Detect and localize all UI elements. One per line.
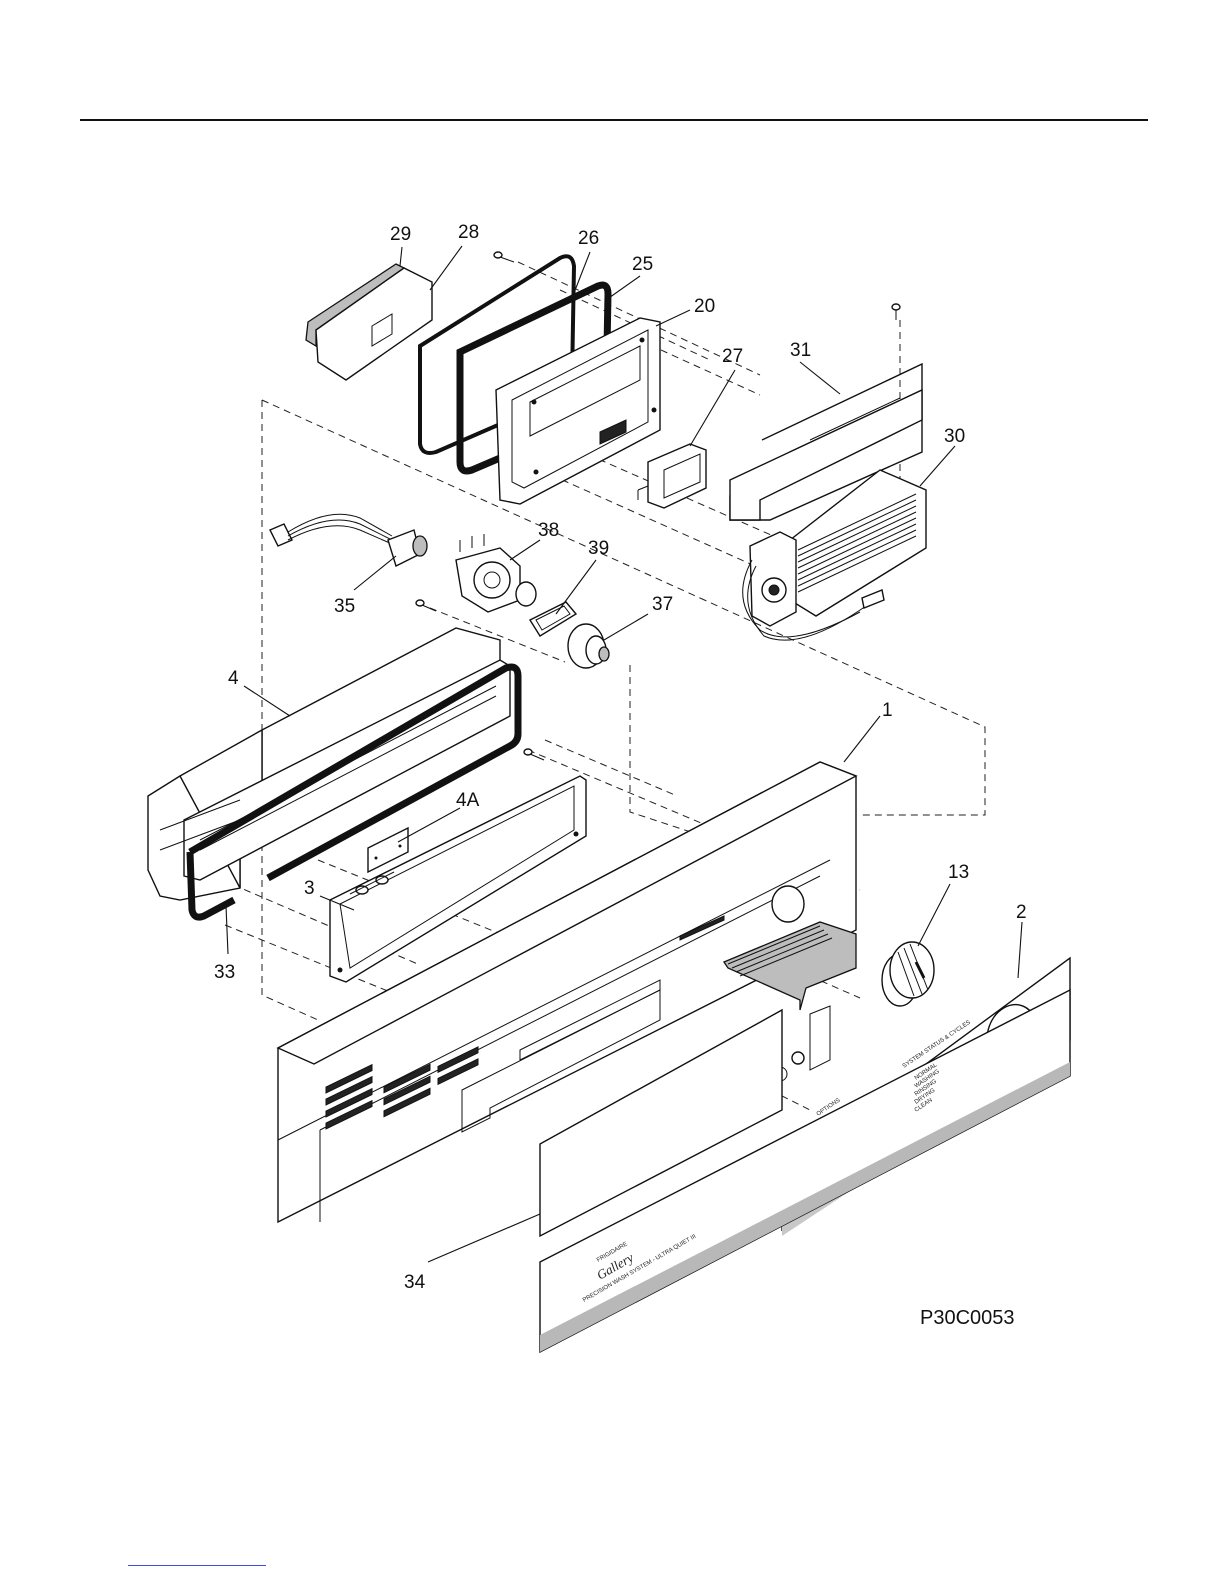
callout-31: 31 xyxy=(790,340,811,361)
part-39-gasket xyxy=(530,602,576,636)
part-29-cover xyxy=(306,264,432,380)
callout-26: 26 xyxy=(578,228,599,249)
callout-34: 34 xyxy=(404,1272,426,1293)
part-38-actuator xyxy=(456,534,536,612)
figure-code: P30C0053 xyxy=(920,1307,1015,1329)
part-13-knob xyxy=(882,942,934,1006)
callout-20: 20 xyxy=(694,296,715,317)
callout-33: 33 xyxy=(214,962,235,983)
callout-4: 4 xyxy=(228,668,239,689)
part-37-cap xyxy=(568,624,609,668)
callout-1: 1 xyxy=(882,700,893,721)
callout-37: 37 xyxy=(652,594,673,615)
screw-top-right xyxy=(892,304,900,320)
callout-29: 29 xyxy=(390,224,411,245)
callout-30: 30 xyxy=(944,426,965,447)
footer-link-underline[interactable] xyxy=(128,1565,266,1566)
callout-13: 13 xyxy=(948,862,969,883)
part-20-housing xyxy=(496,318,660,504)
callout-38: 38 xyxy=(538,520,559,541)
callout-35: 35 xyxy=(334,596,355,617)
screw-top-left xyxy=(494,252,514,262)
callout-25: 25 xyxy=(632,254,653,275)
part-27-switch xyxy=(638,444,706,508)
part-35-harness xyxy=(270,514,427,566)
callout-4a: 4A xyxy=(456,790,480,811)
screw-lower xyxy=(524,749,544,760)
callout-27: 27 xyxy=(722,346,743,367)
callout-28: 28 xyxy=(458,222,479,243)
callout-2: 2 xyxy=(1016,902,1027,923)
callout-39: 39 xyxy=(588,538,609,559)
callout-3: 3 xyxy=(304,878,315,899)
screw-mid-left xyxy=(416,600,436,611)
